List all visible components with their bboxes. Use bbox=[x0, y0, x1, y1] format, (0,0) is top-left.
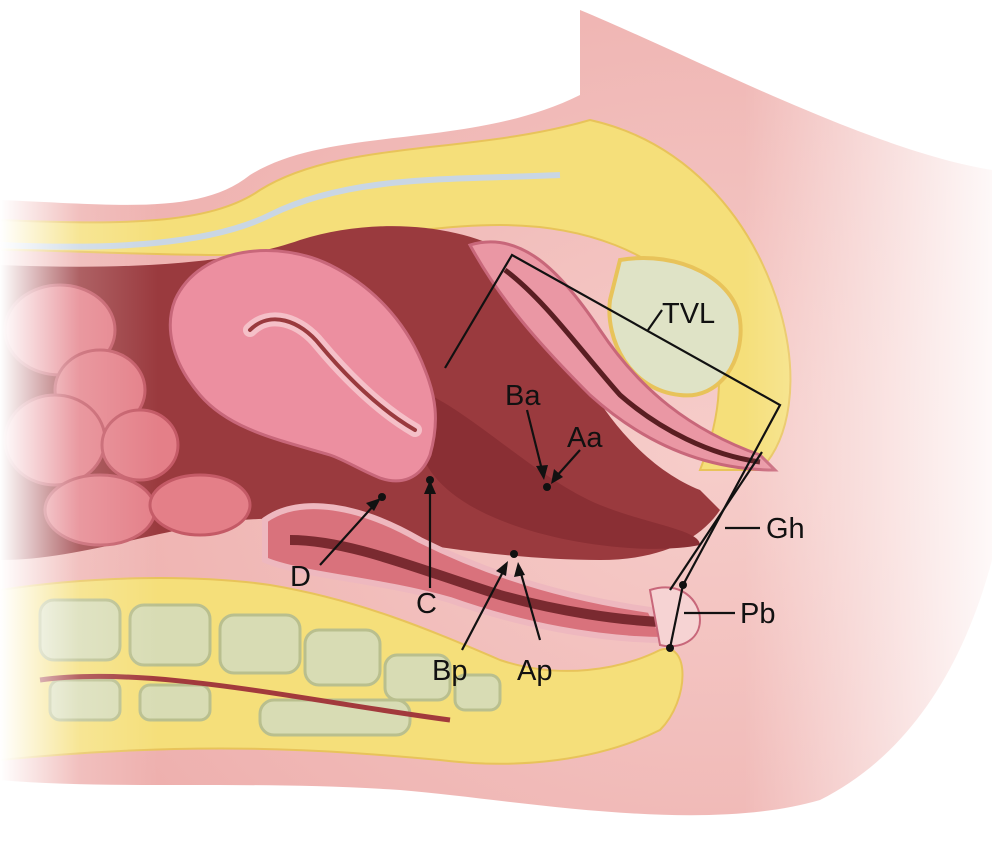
label-bp: Bp bbox=[432, 655, 467, 687]
label-gh: Gh bbox=[766, 513, 805, 545]
point-aa bbox=[543, 483, 551, 491]
point-d bbox=[378, 493, 386, 501]
label-ba: Ba bbox=[505, 380, 541, 412]
label-tvl: TVL bbox=[662, 298, 715, 330]
point-c bbox=[426, 476, 434, 484]
point-pb-top bbox=[679, 581, 687, 589]
label-aa: Aa bbox=[567, 422, 603, 454]
label-pb: Pb bbox=[740, 598, 775, 630]
point-ap bbox=[510, 550, 518, 558]
label-d: D bbox=[290, 561, 311, 593]
label-c: C bbox=[416, 588, 437, 620]
label-ap: Ap bbox=[517, 655, 552, 687]
point-pb-bottom bbox=[666, 644, 674, 652]
